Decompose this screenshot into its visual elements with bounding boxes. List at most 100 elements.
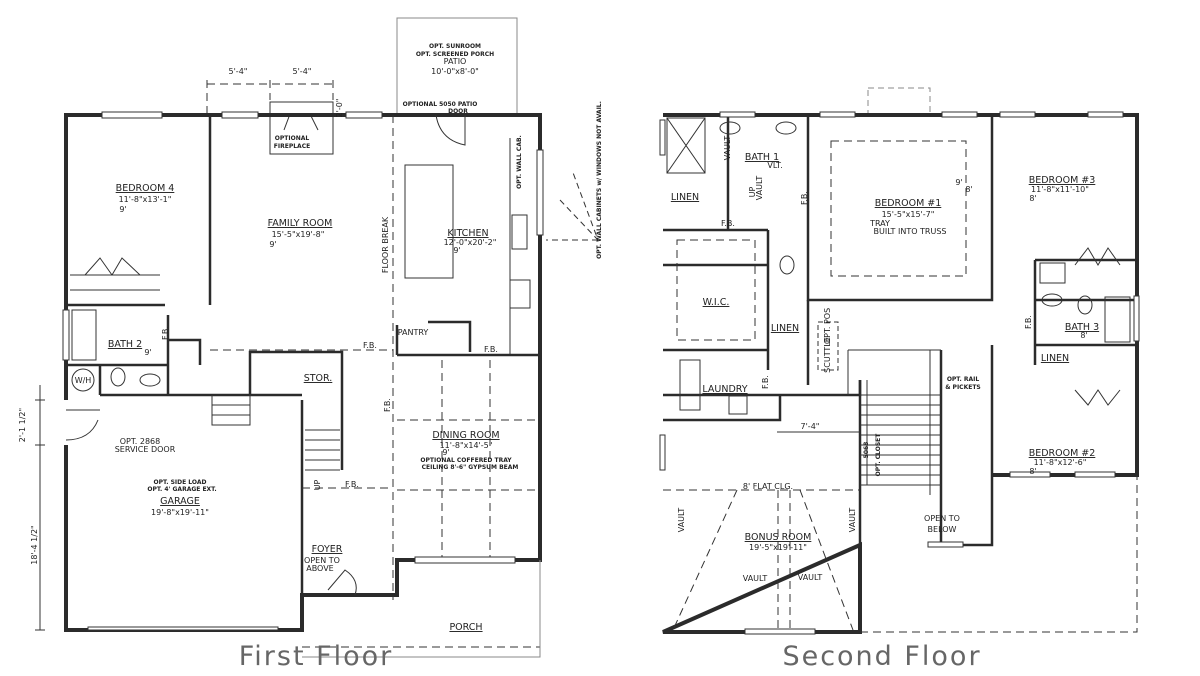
second-floor-title: Second Floor	[782, 641, 981, 672]
fb-label: F.B.	[800, 191, 809, 205]
garage-dims: 19'-8"x19'-11"	[151, 508, 209, 517]
side-dimension	[35, 385, 45, 631]
porch-edge	[302, 560, 541, 658]
bedroom2-dims: 11'-8"x12'-6"	[1034, 458, 1087, 467]
window	[927, 541, 964, 548]
wic-shelving	[676, 239, 756, 341]
ceiling-height: 9'	[955, 178, 962, 187]
water-heater	[71, 368, 95, 392]
bath2-ceiling: 9'	[144, 348, 151, 357]
water-heater-label: W/H	[75, 376, 92, 385]
closet-outline	[777, 380, 900, 486]
bath1-vlt: VLT.	[767, 161, 782, 170]
open-below-label: BELOW	[928, 525, 957, 534]
vault-label: VAULT	[755, 176, 764, 201]
fireplace-label: FIREPLACE	[274, 143, 310, 150]
shower	[1039, 262, 1066, 284]
fb-label: F.B.	[345, 480, 359, 489]
wall-cab-label: OPT. WALL CAB.	[516, 135, 523, 189]
kitchen-name: KITCHEN	[447, 228, 488, 239]
scuttle-label: SCUTTLE	[823, 337, 832, 373]
vault-label: VAULT	[723, 136, 732, 161]
bedroom4-dims: 11'-8"x13'-1"	[119, 195, 172, 204]
fb-label: F.B.	[363, 341, 377, 350]
vault-label: VAULT	[848, 508, 857, 533]
window	[1133, 295, 1140, 342]
bedroom3-name: BEDROOM #3	[1029, 175, 1096, 186]
patio-opt2: OPT. SCREENED PORCH	[416, 51, 494, 58]
bedroom1-name: BEDROOM #1	[875, 198, 942, 209]
family-room-dims: 15'-5"x19'-8"	[272, 230, 325, 239]
dining-room-ceiling: 9'	[442, 448, 449, 457]
bathtub	[71, 309, 97, 361]
patio-name: PATIO	[444, 57, 467, 66]
fb-label: F.B.	[1024, 315, 1033, 329]
linen-label: LINEN	[771, 323, 799, 334]
stairs	[211, 395, 340, 471]
tray-ceiling	[830, 140, 967, 277]
fb-label: F.B.	[761, 375, 770, 389]
dining-room-note: CEILING 8'-6" GYPSUM BEAM	[422, 464, 519, 471]
bedroom4-ceiling: 9'	[119, 205, 126, 214]
wall-cab-leader	[546, 169, 599, 241]
vault-lines	[663, 489, 860, 631]
window	[744, 628, 816, 635]
toilet	[110, 367, 126, 387]
floor-break-label: FLOOR BREAK	[381, 216, 390, 273]
washer-dryer	[679, 359, 701, 411]
laundry-label: LAUNDRY	[702, 384, 747, 395]
window	[1009, 471, 1051, 478]
storage-label: STOR.	[304, 373, 333, 384]
family-room-ceiling: 9'	[269, 240, 276, 249]
rail-label: & PICKETS	[945, 384, 981, 391]
dimension-label: 2'-1 1/2"	[18, 408, 27, 442]
shower-x	[666, 117, 706, 174]
fireplace-label: OPTIONAL	[275, 135, 310, 142]
opt-pos-label: OPT. POS	[823, 308, 832, 344]
window	[221, 111, 259, 119]
foyer-note: OPEN TO	[304, 556, 340, 565]
pantry-walls	[395, 320, 540, 357]
bath2-walls	[66, 315, 302, 397]
vault-label: VAULT	[677, 508, 686, 533]
patio-dims: 10'-0"x8'-0"	[431, 67, 479, 76]
fb-label: F.B.	[484, 345, 498, 354]
window	[719, 111, 756, 118]
service-door[interactable]	[65, 409, 100, 441]
range	[509, 279, 531, 309]
coffered-beams	[397, 360, 540, 560]
open-below-label: OPEN TO	[924, 514, 960, 523]
kitchen-dims: 12'-0"x20'-2"	[444, 238, 497, 247]
bath3-ceiling: 8'	[1080, 331, 1087, 340]
sink	[719, 121, 741, 135]
family-room-name: FAMILY ROOM	[268, 218, 333, 229]
up-label: UP	[313, 479, 322, 490]
closet-label: OPT. CLOSET	[875, 433, 882, 477]
wic-label: W.I.C.	[703, 297, 730, 308]
front-door[interactable]	[327, 569, 357, 596]
fireplace-dimension	[206, 80, 334, 115]
window	[819, 111, 856, 118]
first-floor-title: First Floor	[239, 641, 394, 672]
dimension-label: 7'-4"	[801, 422, 820, 431]
dining-room-dims: 11'-8"x14'-5"	[440, 441, 493, 450]
bonus-room-name: BONUS ROOM	[745, 532, 812, 543]
patio-door[interactable]	[435, 114, 466, 146]
bumpout	[867, 87, 931, 116]
toilet	[1077, 295, 1093, 315]
up-label: UP	[748, 186, 757, 197]
kitchen-counter	[509, 138, 540, 356]
flat-ceiling-label: 8' FLAT CLG.	[743, 482, 793, 491]
pantry-label: PANTRY	[398, 328, 429, 337]
second-floor-plan	[659, 87, 1140, 635]
window	[659, 119, 666, 156]
dimension-label: 2'-0"	[335, 99, 344, 118]
kitchen-island	[404, 164, 454, 279]
sink	[1041, 293, 1063, 307]
vault-label: VAULT	[798, 573, 823, 582]
bedroom3-ceiling: 8'	[1029, 194, 1036, 203]
sink	[775, 121, 797, 135]
kitchen-ceiling: 9'	[453, 246, 460, 255]
second-floor-interior-walls	[663, 115, 994, 547]
window	[941, 111, 978, 118]
